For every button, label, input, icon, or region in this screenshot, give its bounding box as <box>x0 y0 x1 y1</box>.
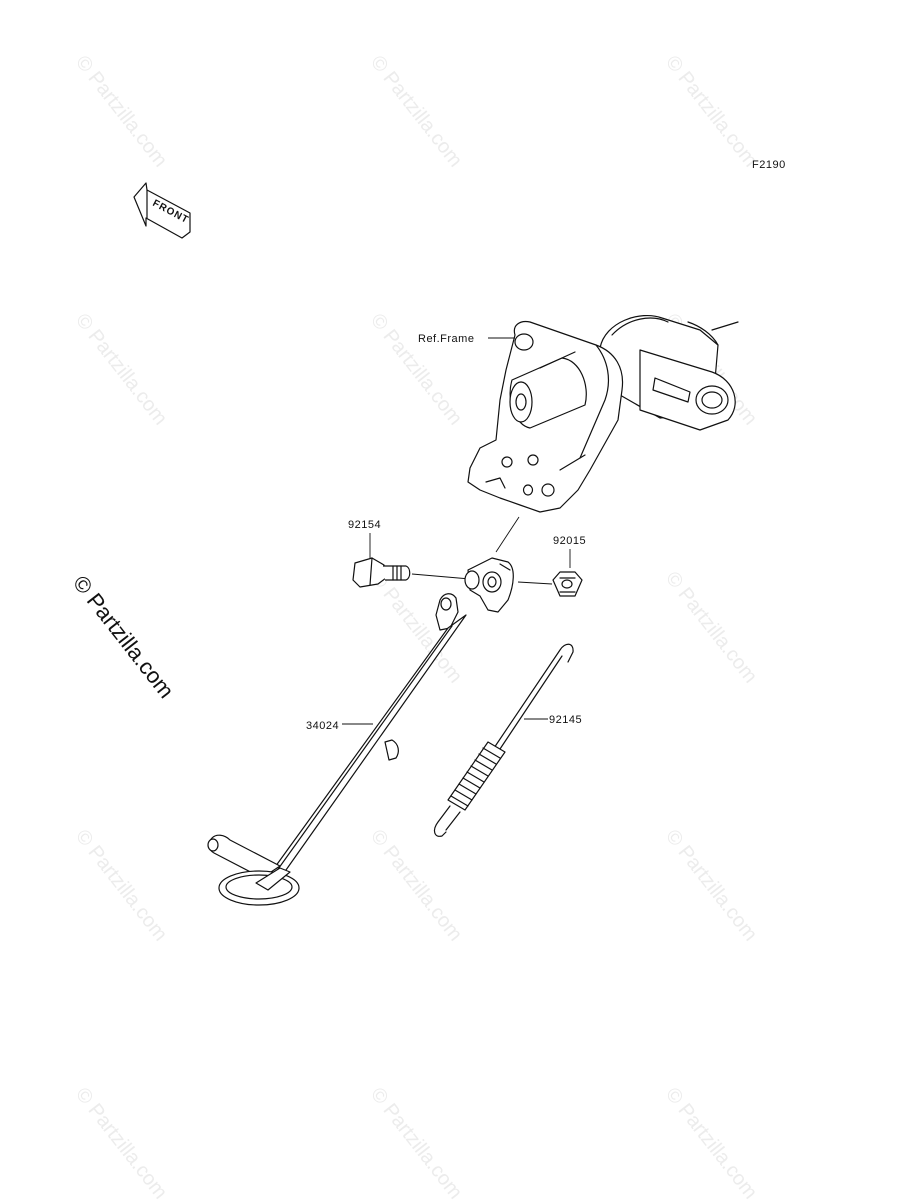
callout-bolt: 92154 <box>348 519 381 531</box>
watermark-11: © Partzilla.com <box>661 826 761 946</box>
bolt-drawing <box>352 557 411 588</box>
frame-bracket-drawing <box>467 314 739 513</box>
side-stand-drawing <box>207 557 514 906</box>
spring-drawing <box>433 643 574 837</box>
figure-code: F2190 <box>752 159 786 171</box>
front-arrow-icon: FRONT <box>133 182 191 239</box>
watermark-8: © Partzilla.com <box>661 568 761 688</box>
watermark-1: © Partzilla.com <box>71 52 171 172</box>
watermark-12: © Partzilla.com <box>71 1084 171 1200</box>
callout-spring: 92145 <box>549 714 582 726</box>
watermark-9: © Partzilla.com <box>71 826 171 946</box>
watermark-14: © Partzilla.com <box>661 1084 761 1200</box>
watermark-13: © Partzilla.com <box>366 1084 466 1200</box>
centerline-frame-stand <box>495 516 520 553</box>
watermark-2: © Partzilla.com <box>366 52 466 172</box>
nut-drawing <box>552 571 583 597</box>
watermark-5: © Partzilla.com <box>366 310 466 430</box>
callout-nut: 92015 <box>553 535 586 547</box>
centerline-bolt <box>411 573 471 580</box>
watermark-3: © Partzilla.com <box>661 52 761 172</box>
callout-side-stand: 34024 <box>306 720 339 732</box>
centerline-nut <box>517 581 553 585</box>
watermark-prominent: © Partzilla.com <box>68 571 179 703</box>
spring-coils <box>447 741 506 811</box>
callout-frame-ref: Ref.Frame <box>418 333 474 345</box>
watermark-4: © Partzilla.com <box>71 310 171 430</box>
watermark-10: © Partzilla.com <box>366 826 466 946</box>
